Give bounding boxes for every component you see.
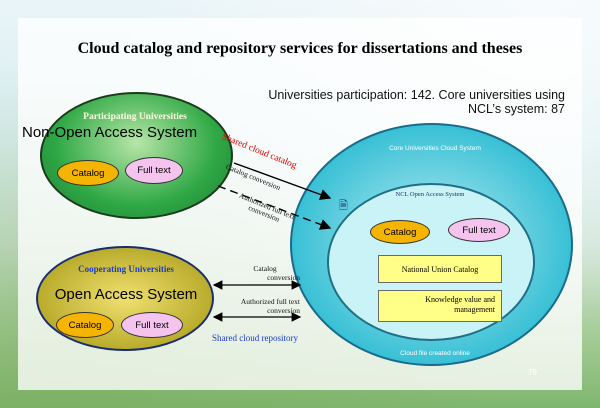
core-cloud-title: Core Universities Cloud System <box>389 145 481 152</box>
auth-full-line-1: Authorized full text <box>240 297 300 306</box>
knowledge-line-2: management <box>454 305 495 314</box>
stats-line-2: NCL’s system: 87 <box>467 102 565 116</box>
catalog-conversion-arrow <box>233 162 332 200</box>
core-catalog: Catalog <box>370 220 430 244</box>
participating-catalog: Catalog <box>57 160 119 186</box>
national-union-catalog-box: National Union Catalog <box>378 255 502 283</box>
document-icon: 🗎 <box>339 199 348 212</box>
non-open-access-label: Non-Open Access System <box>22 124 198 141</box>
slide-title: Cloud catalog and repository services fo… <box>77 40 523 57</box>
authorized-fulltext-lower-label: Authorized full text conversion <box>226 297 300 315</box>
catalog-conv-line-1: Catalog <box>253 264 277 273</box>
auth-full-line-2: conversion <box>267 306 300 315</box>
cooperating-title: Cooperating Universities <box>78 264 174 274</box>
cooperating-catalog: Catalog <box>56 312 114 338</box>
catalog-conversion-lower-label: Catalog conversion <box>230 264 300 282</box>
participation-stats: Universities participation: 142. Core un… <box>225 88 565 116</box>
participating-fulltext: Full text <box>125 157 183 184</box>
page-number: 78 <box>528 368 537 377</box>
participating-title: Participating Universities <box>83 112 187 122</box>
open-access-label: Open Access System <box>54 286 198 303</box>
authorized-fulltext-dashed-arrow <box>217 185 332 230</box>
catalog-conv-line-2: conversion <box>267 273 300 282</box>
knowledge-management-box: Knowledge value and management <box>378 290 502 322</box>
knowledge-line-1: Knowledge value and <box>425 295 495 304</box>
participating-universities-ellipse <box>40 92 233 219</box>
ncl-title: NCL Open Access System <box>395 191 465 198</box>
cloud-file-footer: Cloud file created online <box>400 350 470 357</box>
shared-cloud-repository-label: Shared cloud repository <box>212 333 298 343</box>
cooperating-fulltext: Full text <box>121 312 183 338</box>
stats-line-1: Universities participation: 142. Core un… <box>268 88 565 102</box>
core-fulltext: Full text <box>448 218 510 242</box>
